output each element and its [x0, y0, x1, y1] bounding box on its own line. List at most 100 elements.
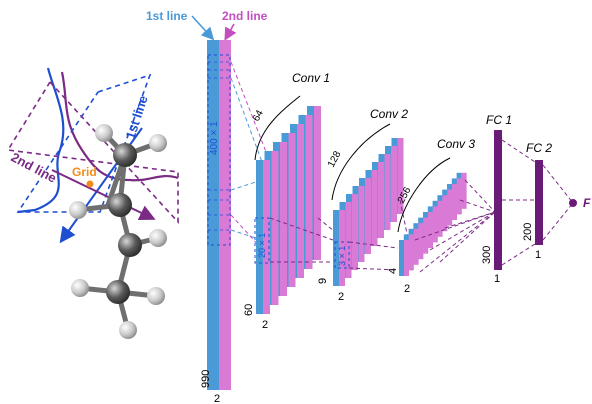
feature-map-channel2: [452, 184, 457, 220]
conv3-height-label: 4: [387, 268, 399, 274]
feature-map-channel1: [256, 160, 263, 314]
feature-map-channel2: [461, 172, 467, 209]
fc1-size-label: 300: [481, 246, 493, 264]
feature-map-channel2: [314, 106, 321, 260]
conv1-height-label: 60: [243, 304, 255, 316]
grid-label: Grid: [72, 165, 97, 179]
feature-map-channel2: [432, 206, 438, 243]
conv2-height-label: 9: [317, 278, 329, 284]
feature-map-channel2: [456, 178, 462, 215]
hydrogen-atom: [119, 321, 137, 339]
fc2-size-label: 200: [522, 223, 534, 241]
line1-profile-curve: [17, 67, 65, 214]
line1-label: 1st line: [123, 94, 151, 141]
feature-map-channel2: [365, 178, 371, 254]
molecule-atoms: [69, 124, 167, 339]
feature-map-channel2: [358, 186, 365, 262]
fc2-width-label: 1: [535, 249, 541, 261]
conv1-feature-maps: [256, 106, 321, 314]
conv2-filters-brace: [331, 123, 391, 201]
hydrogen-atom: [149, 229, 167, 247]
feature-map-channel2: [408, 234, 414, 271]
molecule-illustration: Grid 1st line 2nd line: [6, 67, 179, 339]
input-receptive-window: [207, 54, 231, 246]
feature-map-channel2: [423, 217, 429, 254]
feature-map-channel2: [428, 212, 433, 248]
line2-arrow: [51, 169, 156, 221]
input-height-label: 990: [200, 370, 212, 388]
fc2-title: FC 2: [526, 141, 552, 155]
conv1-filters-brace: [254, 95, 301, 161]
conv2-layer: Conv 2 128 3 × 1 9 2: [317, 107, 408, 303]
conv1-kernel-label: 20 × 1: [257, 233, 267, 258]
fc1-width-label: 1: [494, 273, 500, 285]
carbon-atom: [108, 193, 132, 217]
fc2-bar: [535, 160, 543, 245]
feature-map-channel1: [399, 240, 404, 276]
conv1-layer: Conv 1 64 20 × 1 60 2: [243, 71, 330, 331]
hydrogen-atom: [69, 201, 87, 219]
feature-map-channel1: [333, 210, 339, 286]
feature-map-channel2: [447, 189, 453, 226]
input-width-label: 2: [214, 393, 220, 404]
feature-map-channel2: [413, 228, 419, 265]
feature-map-channel2: [305, 115, 313, 269]
conv3-width-label: 2: [404, 283, 410, 295]
conv2-feature-maps: [333, 138, 404, 286]
line2-profile-curve: [60, 71, 179, 182]
conv2-title: Conv 2: [370, 107, 408, 121]
input-inner-size: 400 × 1: [209, 121, 220, 155]
feature-map-channel2: [280, 142, 287, 296]
feature-map-channel2: [418, 223, 424, 260]
input-layer: 1st line 2nd line 400 × 1 990 2: [146, 9, 268, 404]
input-channel-line1: [207, 40, 219, 390]
fc2-layer: FC 2 200 1: [522, 141, 552, 261]
output-label: F: [583, 196, 591, 210]
conv1-width-label: 2: [262, 319, 268, 331]
input-header-line1-arrow: [191, 15, 215, 41]
feature-map-channel2: [404, 240, 409, 276]
conv2-width-label: 2: [338, 291, 344, 303]
grid-point-marker: [86, 180, 94, 188]
line2-dashed-frame: [6, 81, 179, 225]
input-window-dividers: [208, 61, 230, 231]
feature-map-channel2: [288, 133, 296, 287]
input-header-line1: 1st line: [146, 9, 188, 23]
feature-map-channel2: [352, 194, 358, 270]
conv1-filters-label: 64: [251, 108, 266, 123]
carbon-atom: [118, 233, 142, 257]
output-node-dot: [569, 199, 577, 207]
input-to-conv1-links: [230, 77, 263, 241]
line2-label: 2nd line: [9, 149, 59, 185]
feature-map-channel2: [391, 146, 397, 222]
conv3-layer: Conv 3 256 4 2: [387, 137, 475, 295]
feature-map-channel2: [345, 202, 352, 278]
fc1-layer: FC 1 300 1: [481, 113, 512, 285]
line1-dashed-frame: [16, 73, 152, 213]
feature-map-channel2: [437, 200, 443, 237]
carbon-atom: [113, 143, 137, 167]
conv3-title: Conv 3: [437, 137, 475, 151]
conv3-filters-brace: [397, 157, 451, 233]
feature-map-channel2: [271, 151, 279, 305]
feature-map-channel2: [371, 170, 378, 246]
feature-map-channel2: [297, 124, 304, 278]
input-channel-line2: [219, 40, 231, 390]
hydrogen-atom: [147, 287, 165, 305]
conv2-filters-label: 128: [326, 149, 344, 169]
feature-map-channel2: [442, 195, 448, 232]
feature-map-channel2: [397, 138, 404, 214]
conv1-title: Conv 1: [292, 71, 330, 85]
conv3-feature-maps: [399, 172, 467, 276]
hydrogen-atom: [149, 134, 167, 152]
conv1-kernel-window: [254, 217, 270, 264]
conv2-kernel-window: [334, 241, 350, 269]
feature-map-channel2: [263, 160, 270, 314]
fc1-bar: [494, 130, 502, 270]
input-header-line2-arrow: [224, 23, 237, 41]
conv3-to-fc1-links: [414, 179, 496, 273]
hydrogen-atom: [95, 124, 113, 142]
hydrogen-atom: [71, 279, 89, 297]
feature-map-channel2: [384, 154, 391, 230]
